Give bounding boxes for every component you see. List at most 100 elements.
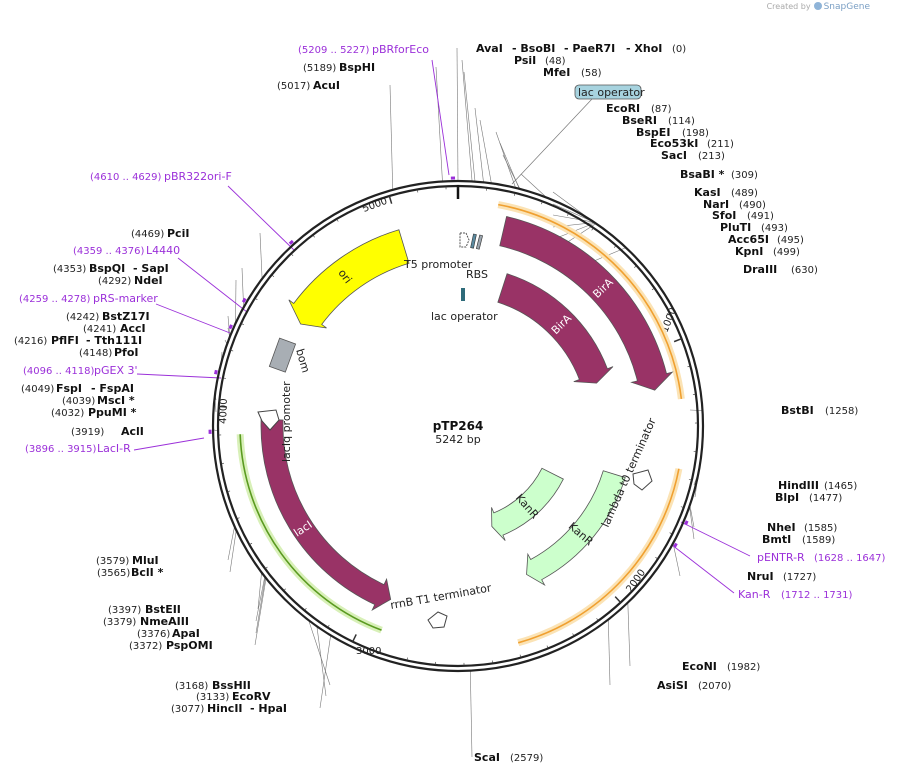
t5-promoter-label: T5 promoter [403,258,473,271]
scale-tick [290,253,294,256]
scale-tick [378,649,381,653]
scale-tick [669,532,673,535]
scale-tick [304,607,307,611]
site-leader [552,203,594,223]
site-position-label: (48) [545,56,566,67]
primer-leader [177,257,248,313]
primer-leader [227,185,295,251]
site-leader [456,47,459,182]
site-position-label: (0) [672,44,686,55]
primer-position-label: (1712 .. 1731) [781,590,853,601]
site-name-label: BclI * [131,566,164,579]
site-leader [255,576,266,622]
lambda-t0-terminator-icon [632,469,653,491]
site-leader [316,626,327,697]
site-leader [470,670,473,758]
rrnb-t1-terminator-icon [427,611,448,629]
scale-tick [638,579,641,583]
primer-position-label: (3896 .. 3915) [25,444,97,455]
site-name-label: AccI [120,322,146,335]
site-leader [672,543,681,577]
site-leader [227,315,231,337]
feature-band [517,468,680,644]
primer-name-label: pBRforEco [372,43,429,56]
site-position-label: (4039) [62,396,95,407]
site-name-label: MscI * [97,394,135,407]
feature-arrow [491,467,564,541]
site-leader [255,577,266,634]
primer-name-label: pRS-marker [93,292,158,305]
site-position-label: (4148) [79,348,112,359]
site-name-label: - BsoBI [512,42,555,55]
scale-tick [336,218,339,222]
scale-tick [673,338,682,343]
site-leader [254,578,267,646]
site-name-label: PfoI [114,346,139,359]
site-name-label: - PaeR7I [564,42,615,55]
lac-operator-box-label: lac operator [578,86,645,99]
primer-leader [133,437,205,451]
site-position-label: (5189) [303,63,336,74]
site-name-label: FspI [56,382,82,395]
site-name-label: NheI [767,521,796,534]
scale-tick [680,506,684,508]
snapgene-logo-icon [813,2,822,10]
rrnb-t1-terminator-label: rrnB T1 terminator [389,581,493,612]
primer-marker [684,520,689,526]
site-name-label: NruI [747,570,774,583]
site-name-label: BstBI [781,404,814,417]
primer-position-label: (4359 .. 4376) [73,246,145,257]
site-name-label: EcoNI [682,660,717,673]
site-position-label: (4242) [66,312,99,323]
site-name-label: KasI [694,186,721,199]
scale-tick [546,645,549,649]
site-position-label: (4469) [131,229,164,240]
scale-tick [362,205,364,209]
site-position-label: (3372) [129,641,162,652]
site-position-label: (4216) [14,336,47,347]
site-name-label: AcuI [313,79,340,92]
site-leader [479,119,492,184]
scale-tick [230,349,234,352]
site-name-label: - SapI [133,262,169,275]
scale-tick [614,596,622,604]
site-name-label: NmeAIII [140,615,189,628]
site-position-label: (2070) [698,681,731,692]
backbone-outer-ring [211,179,705,673]
site-position-label: (3379) [103,617,136,628]
scale-tick [352,634,357,642]
site-name-label: ScaI [474,751,500,764]
site-name-label: MfeI [543,66,570,79]
site-position-label: (4241) [83,324,116,335]
scale-tick [613,245,617,248]
scale-tick [666,312,670,315]
scale-tick [406,657,408,661]
site-name-label: - HpaI [250,702,287,715]
site-name-label: BspEI [636,126,670,139]
site-name-label: BstZ17I [102,310,150,323]
primer-leader [155,303,231,334]
site-name-label: DraIII [743,263,777,276]
site-leader [227,526,235,561]
lac-operator-label: lac operator [431,310,498,323]
primer-position-label: (4259 .. 4278) [19,294,91,305]
scale-tick-label: 4000 [218,398,230,424]
site-name-label: BlpI [775,491,799,504]
scale-tick [655,556,659,560]
site-position-label: (4292) [98,276,131,287]
site-position-label: (3376) [137,629,170,640]
site-name-label: - Tth111I [86,334,142,347]
scale-tick [264,566,268,570]
primer-name-label: pGEX 3' [94,364,138,377]
primer-leader [680,521,751,557]
site-position-label: (114) [668,116,695,127]
site-name-label: EcoRI [606,102,640,115]
scale-tick [312,234,315,238]
bom-marker [268,337,297,373]
site-position-label: (3077) [171,704,204,715]
site-position-label: (4049) [21,384,54,395]
site-leader [627,602,631,667]
scale-tick [687,365,691,368]
site-position-label: (491) [747,211,774,222]
